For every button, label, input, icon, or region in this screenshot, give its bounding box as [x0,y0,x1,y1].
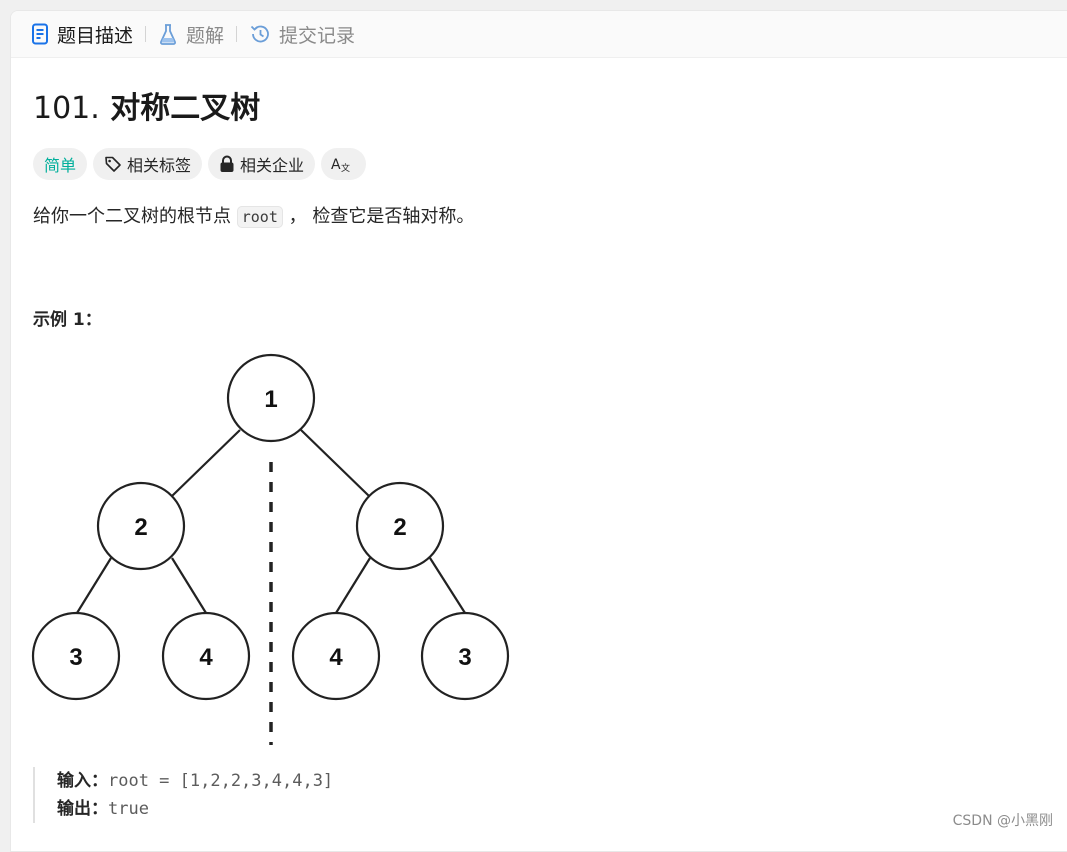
problem-description: 给你一个二叉树的根节点 root ， 检查它是否轴对称。 [33,204,1067,230]
tree-node-label: 3 [458,644,471,671]
inline-code-root: root [236,206,283,228]
problem-content: 101. 对称二叉树 简单 相关标签 相关企业 [11,89,1067,330]
tree-node [226,353,316,443]
tree-node-label: 2 [134,514,147,541]
tree-node [31,611,121,701]
description-text-1: 给你一个二叉树的根节点 [33,206,231,227]
svg-text:A: A [331,157,341,173]
tree-node [291,611,381,701]
tab-submissions-label: 提交记录 [279,24,356,47]
tab-description-label: 题目描述 [57,24,134,47]
tree-edge [171,557,207,614]
document-icon [32,23,48,45]
tag-icon [105,156,121,172]
output-label: 输出： [57,799,108,819]
tree-node [161,611,251,701]
problem-panel: 题目描述 题解 提交记录 ·· 101. 对称二叉树 [10,10,1067,852]
related-tags-label: 相关标签 [127,156,192,175]
related-companies-label: 相关企业 [240,156,305,175]
tab-bar: 题目描述 题解 提交记录 ·· [11,11,1067,58]
tag-row: 简单 相关标签 相关企业 A 文 [33,148,1067,180]
svg-text:文: 文 [341,162,350,173]
example-title: 示例 1： [33,310,102,330]
tree-node-label: 4 [199,644,213,671]
difficulty-badge[interactable]: 简单 [33,148,88,180]
tree-edge [429,557,466,614]
example-io-block: 输入：root = [1,2,2,3,4,4,3] 输出：true [33,767,333,823]
tree-node [96,481,186,571]
description-text-2: ， 检查它是否轴对称。 [288,206,475,227]
tree-node [420,611,510,701]
tree-edge [300,429,370,497]
tab-solutions[interactable]: 题解 [158,21,224,48]
tab-description[interactable]: 题目描述 [31,21,133,48]
problem-title: 101. 对称二叉树 [33,89,1067,129]
tree-edge [76,557,112,614]
tree-node-label: 2 [393,514,406,541]
tree-edge [171,429,241,497]
input-label: 输入： [57,771,108,791]
tab-submissions[interactable]: 提交记录 [249,21,355,48]
related-companies-button[interactable]: 相关企业 [208,148,316,180]
problem-number: 101. [33,91,100,126]
tree-node [355,481,445,571]
lock-icon [220,155,234,172]
tab-divider [145,26,147,42]
csdn-watermark: CSDN @小黑刚 [952,813,1053,829]
flask-icon [160,24,176,45]
tree-node-label: 3 [69,644,82,671]
difficulty-label: 简单 [44,156,77,175]
tab-solutions-label: 题解 [186,24,225,47]
tab-divider [236,26,238,42]
input-value: root = [1,2,2,3,4,4,3] [108,771,334,791]
translate-icon: A 文 [331,157,350,173]
translate-button[interactable]: A 文 [321,148,367,180]
tree-node-label: 1 [264,386,277,413]
output-value: true [108,799,149,819]
problem-name: 对称二叉树 [110,91,261,126]
example-output-line: 输出：true [57,795,333,823]
related-tags-button[interactable]: 相关标签 [93,148,203,180]
example-input-line: 输入：root = [1,2,2,3,4,4,3] [57,767,333,795]
history-icon [250,25,269,43]
tree-edge [335,557,371,614]
tree-node-label: 4 [329,644,343,671]
